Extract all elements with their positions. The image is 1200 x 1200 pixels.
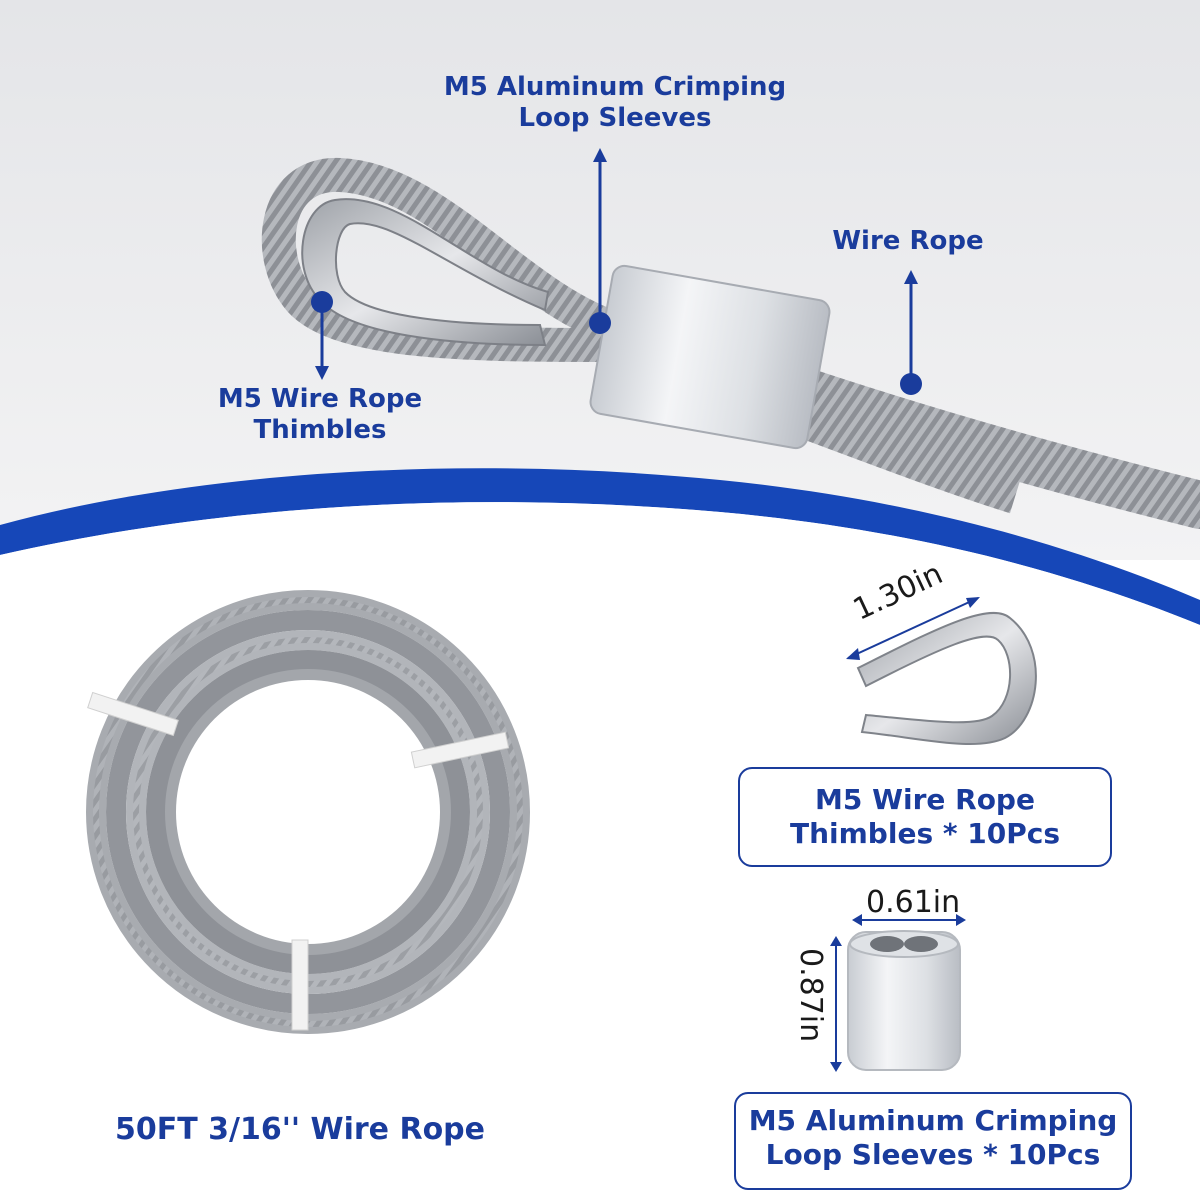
crimp-sleeve-top (589, 264, 831, 450)
wire-rope-coil (86, 590, 530, 1034)
sleeve-height-arrow-b (830, 1062, 842, 1072)
dot-rope (900, 373, 922, 395)
thimble-quantity-box: M5 Wire Rope Thimbles * 10Pcs (738, 767, 1112, 867)
dot-sleeve (589, 312, 611, 334)
arrow-rope-head (904, 270, 918, 284)
sleeve-box-line1: M5 Aluminum Crimping (748, 1104, 1118, 1137)
blue-wave (0, 468, 1200, 625)
thimble-dimension-arrow-b (966, 597, 980, 608)
thimble-box-text: M5 Wire Rope Thimbles * 10Pcs (740, 783, 1110, 850)
cable-tie-left (87, 691, 179, 737)
sleeve-product (847, 930, 961, 1071)
coil-caption: 50FT 3/16'' Wire Rope (114, 1112, 486, 1147)
label-sleeves-line2: Loop Sleeves (518, 103, 712, 134)
sleeve-width-arrow-a (852, 914, 862, 926)
arrow-thimble-head (315, 366, 329, 380)
cable-tie-right (410, 731, 510, 769)
wire-rope-loop (261, 158, 637, 362)
sleeve-width-label: 0.61in (866, 885, 961, 920)
label-sleeves-line1: M5 Aluminum Crimping (443, 72, 787, 102)
dot-thimble (311, 291, 333, 313)
wire-rope-main (776, 366, 1200, 529)
sleeve-height-label: 0.87in (793, 948, 828, 1043)
label-rope: Wire Rope (832, 226, 984, 256)
sleeve-height-arrow-a (830, 936, 842, 946)
arrow-sleeve-head (593, 148, 607, 162)
label-thimbles-line2: Thimbles (253, 415, 387, 446)
label-thimbles: M5 Wire Rope Thimbles (200, 384, 440, 446)
thimble-dimension-arrow-a (846, 648, 860, 660)
cable-tie-bottom (291, 939, 309, 1031)
sleeve-box-line2: Loop Sleeves * 10Pcs (765, 1137, 1101, 1171)
thimble-box-line2: Thimbles * 10Pcs (790, 816, 1060, 850)
sleeve-quantity-box: M5 Aluminum Crimping Loop Sleeves * 10Pc… (734, 1092, 1132, 1190)
label-sleeves: M5 Aluminum Crimping Loop Sleeves (415, 72, 815, 134)
thimble-top (301, 198, 550, 347)
thimble-product (856, 611, 1037, 746)
sleeve-width-arrow-b (956, 914, 966, 926)
thimble-dimension-line (847, 597, 979, 659)
label-thimbles-line1: M5 Wire Rope (217, 384, 423, 414)
thimble-box-line1: M5 Wire Rope (815, 783, 1035, 816)
sleeve-box-text: M5 Aluminum Crimping Loop Sleeves * 10Pc… (736, 1104, 1130, 1171)
wire-rope-tail (794, 404, 1021, 514)
